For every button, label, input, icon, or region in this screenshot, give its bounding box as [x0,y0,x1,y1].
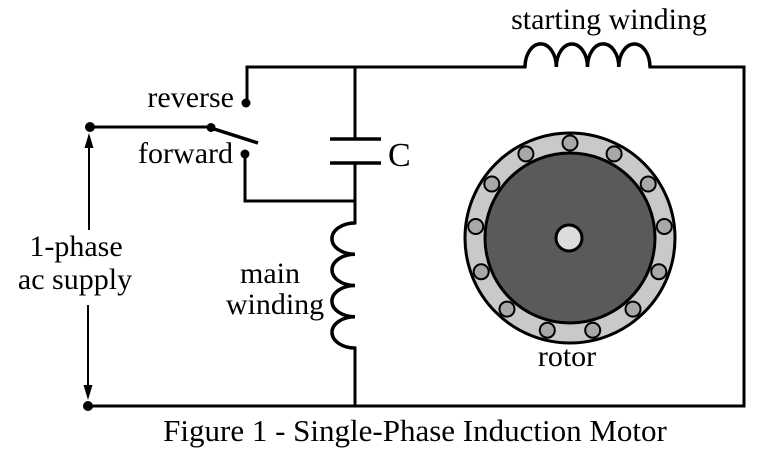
main-winding-label-line2: winding [226,288,324,321]
rotor-bolt [655,218,673,235]
reverse-contact-dot [241,98,251,108]
rotor-hub [554,223,584,253]
rotor-bolt [584,321,602,339]
starting-winding-coil [523,42,652,68]
capacitor-symbol [330,137,381,165]
rotor-bolt [624,300,642,318]
rotor-bolts [467,134,673,339]
rotor-bolt [605,145,623,163]
rotor-label: rotor [538,340,596,373]
supply-label-line2: ac supply [18,263,132,296]
forward-contact-dot [240,149,250,159]
circuit-wires [86,65,746,408]
rotor-bolt [650,263,668,281]
supply-terminal-bottom-dot [83,401,93,411]
rotor-graphic [463,131,677,345]
rotor-bolt [472,263,490,281]
switch-pivot-dot [206,123,216,132]
reversing-switch [206,98,259,159]
supply-annotation [83,122,95,411]
main-winding-label-line1: main [240,257,300,290]
switch-blade [210,126,259,145]
rotor-bolt [639,175,657,193]
rotor-bolt [561,134,579,152]
reverse-label: reverse [147,81,234,114]
rotor-bolt [467,218,485,235]
starting-winding-label: starting winding [511,3,707,36]
rotor-bolt [517,145,535,163]
supply-terminal-top-dot [85,122,95,132]
rotor-bolt [498,300,516,318]
main-winding-coil [330,221,356,350]
rotor-bolt [483,175,501,193]
figure-caption: Figure 1 - Single-Phase Induction Motor [163,413,667,448]
capacitor-label: C [388,137,411,174]
forward-branch-wire [243,153,357,203]
outer-loop-wire [86,65,746,408]
rotor-bolt [538,321,556,339]
supply-arrow-up-head [84,133,94,148]
supply-arrow-down-head [83,385,93,400]
supply-label-line1: 1-phase [29,230,122,263]
forward-label: forward [138,137,233,170]
